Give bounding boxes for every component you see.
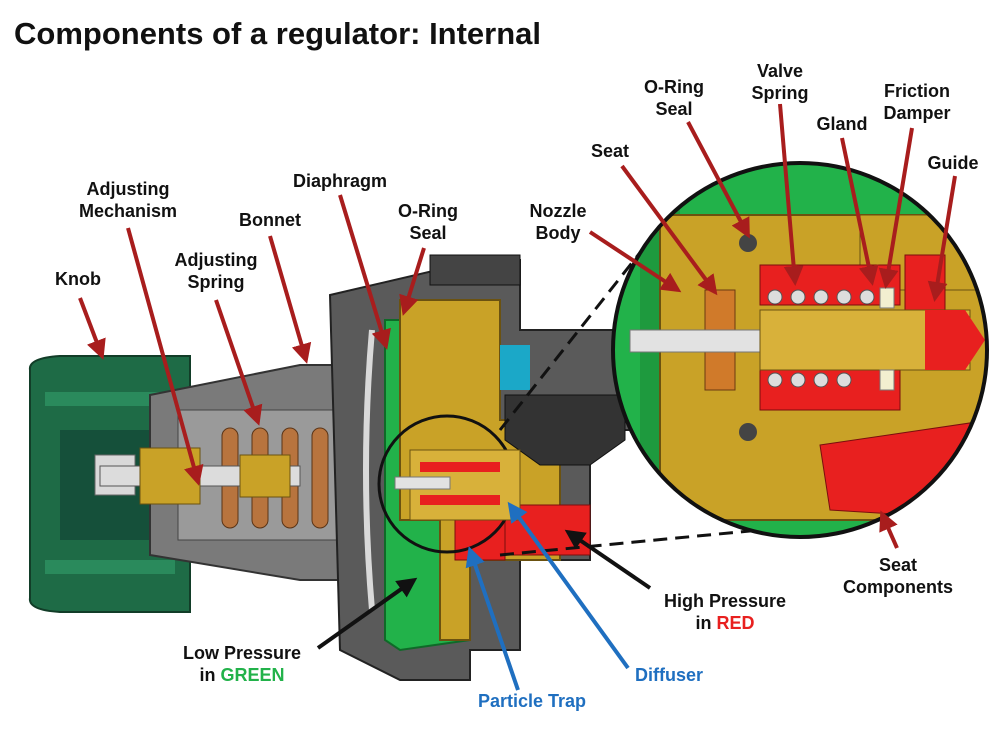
label-guide: Guide xyxy=(927,153,979,173)
label-adjusting-spring: Adjusting Spring xyxy=(174,250,258,292)
label-bonnet: Bonnet xyxy=(239,210,301,230)
label-diaphragm: Diaphragm xyxy=(292,171,388,191)
label-valve-spring: Valve Spring xyxy=(751,61,809,103)
label-oring-seal-zoom: O-Ring Seal xyxy=(644,77,704,119)
seat-assembly-small xyxy=(394,449,521,521)
diaphragm xyxy=(363,329,375,611)
label-particle-trap: Particle Trap xyxy=(477,691,587,711)
legend-low-pressure: Low Pressure in GREEN xyxy=(182,643,302,685)
seat-components-zoom xyxy=(611,161,989,539)
label-friction-damper: Friction Damper xyxy=(883,81,951,123)
label-gland: Gland xyxy=(816,114,868,134)
legend-high-pressure: High Pressure in RED xyxy=(663,591,787,633)
callout-arrows xyxy=(78,103,957,691)
label-seat: Seat xyxy=(590,141,630,161)
label-oring-seal-main: O-Ring Seal xyxy=(398,201,458,243)
zoom-connector-top xyxy=(498,239,652,431)
label-knob: Knob xyxy=(55,269,101,289)
label-adjusting-mechanism: Adjusting Mechanism xyxy=(78,179,178,221)
label-seat-components: Seat Components xyxy=(843,555,953,597)
label-nozzle-body: Nozzle Body xyxy=(529,201,587,243)
label-diffuser: Diffuser xyxy=(634,665,704,685)
page-title: Components of a regulator: Internal xyxy=(14,16,542,51)
